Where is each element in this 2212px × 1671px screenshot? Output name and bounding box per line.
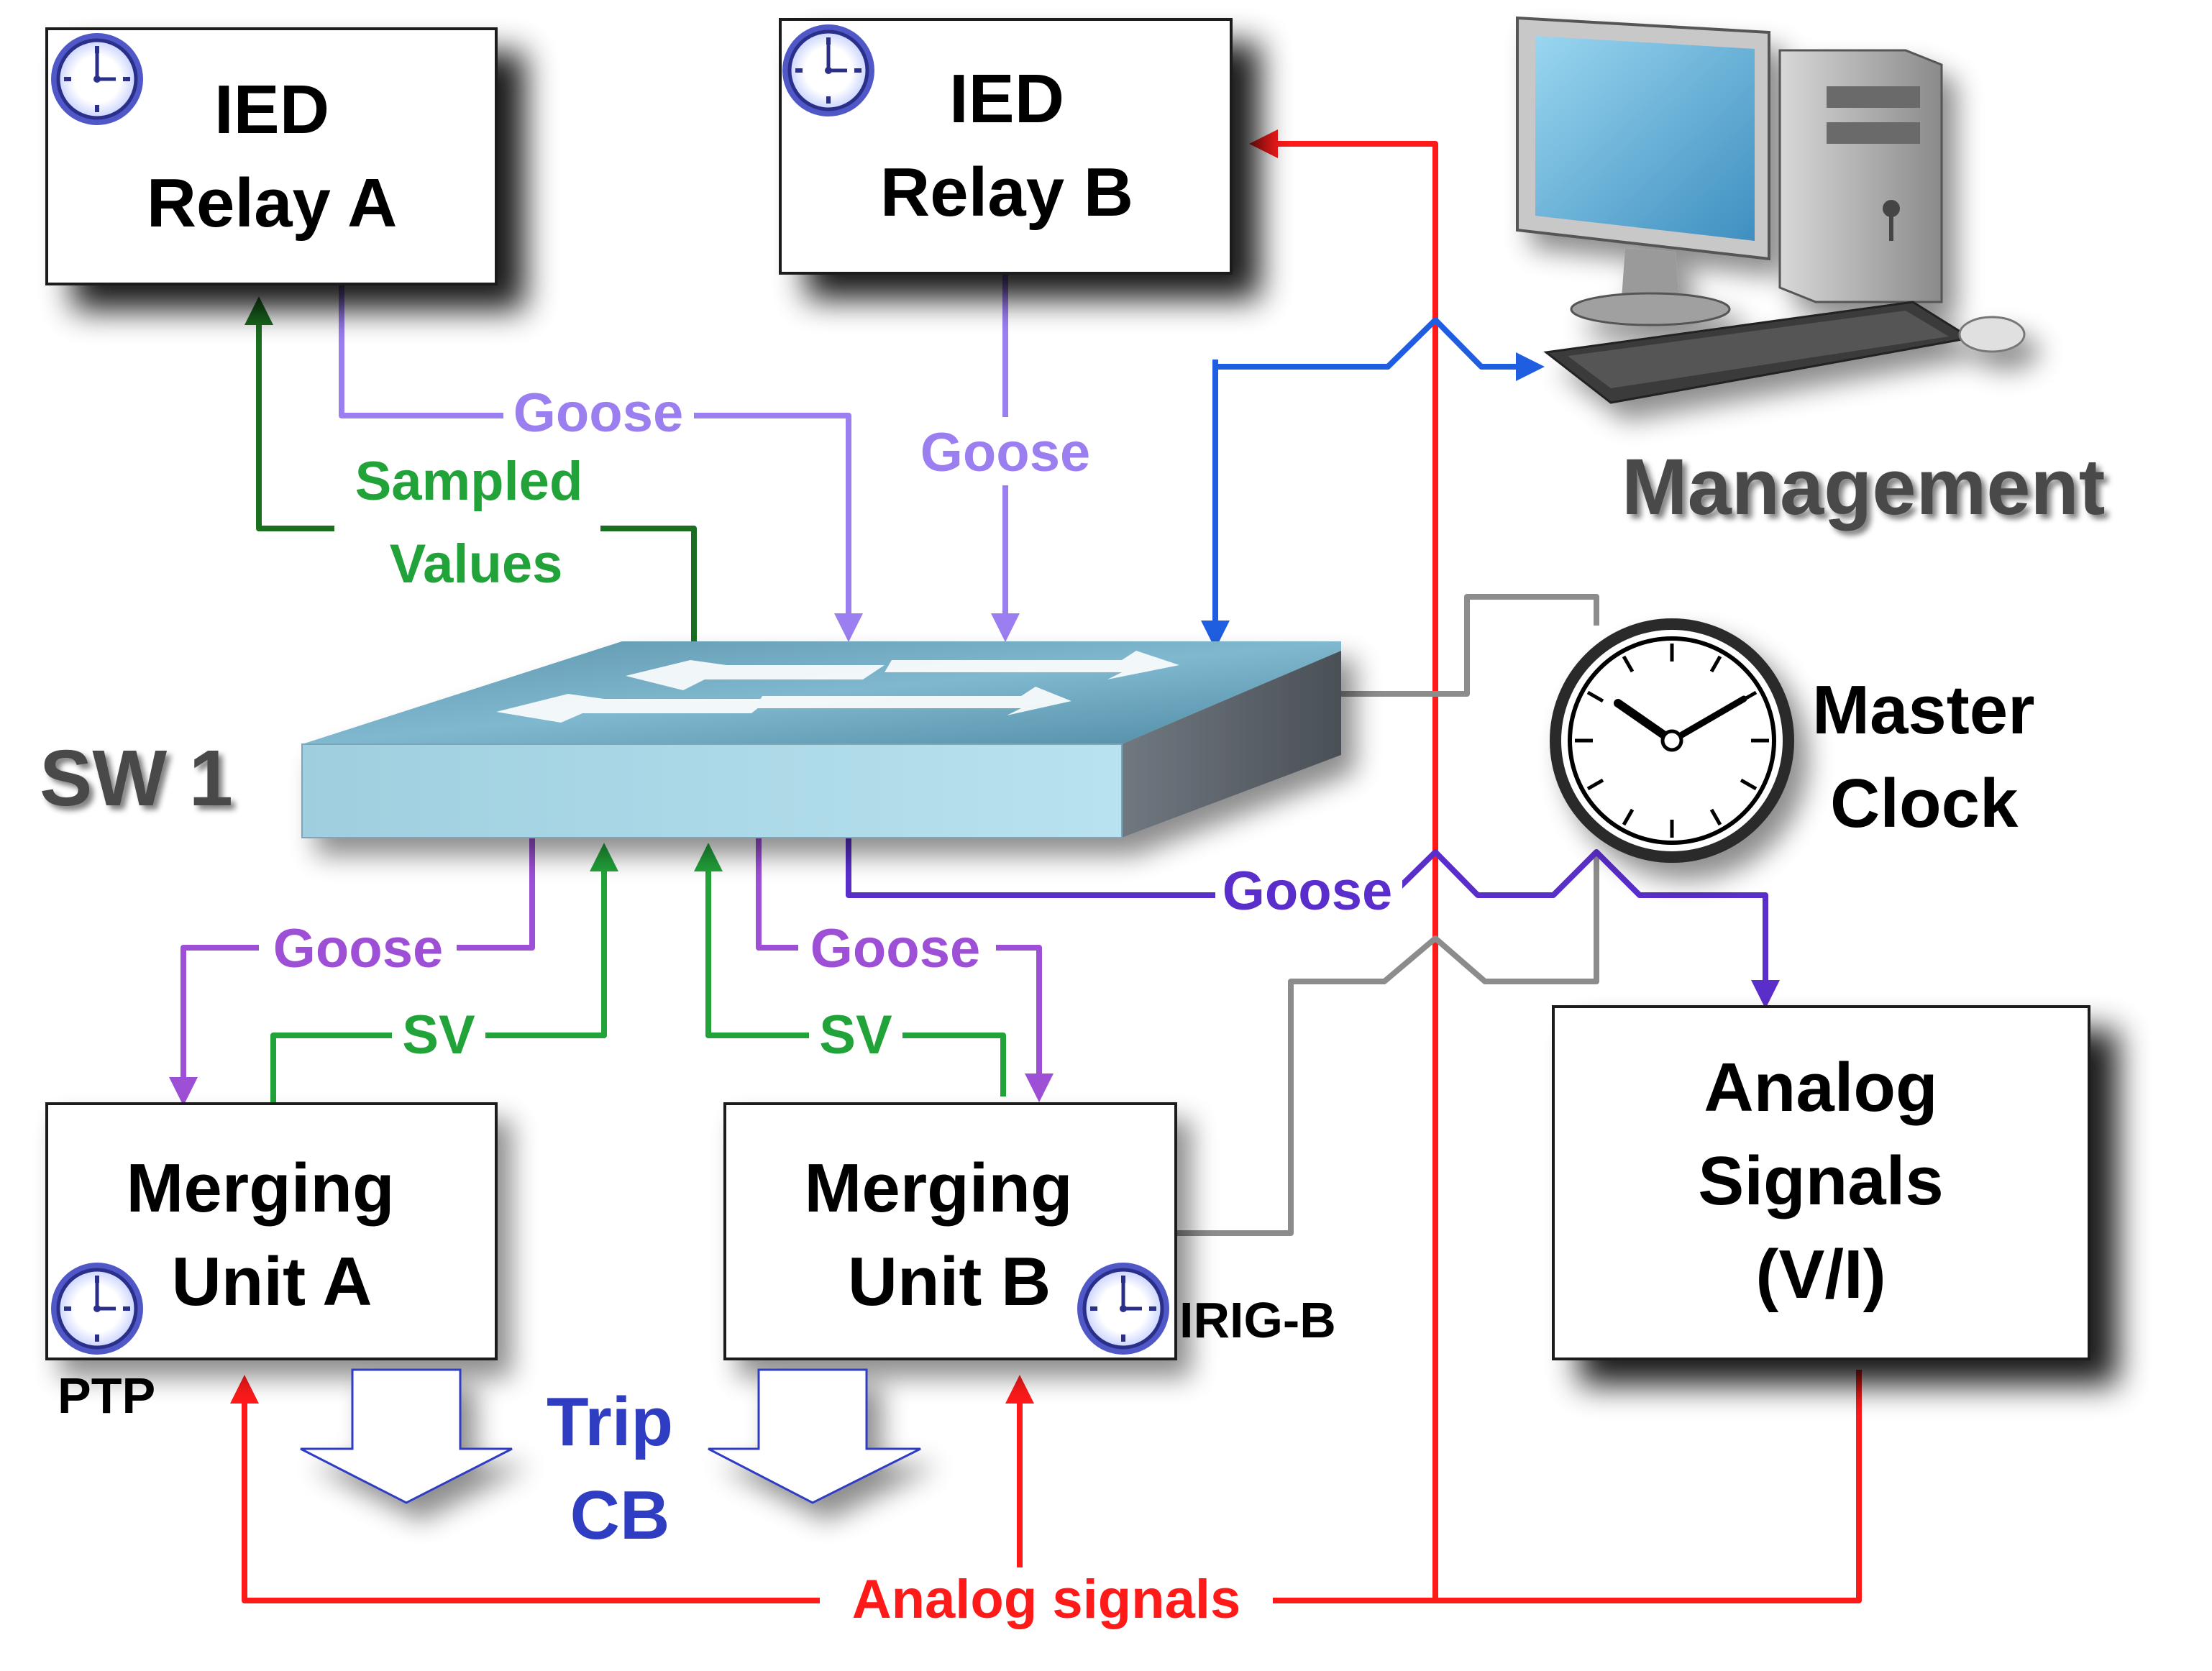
- analog-signals-line3: (V/I): [1755, 1236, 1886, 1313]
- trip-label-line1: Trip: [547, 1383, 673, 1460]
- ied-relay-b-line2: Relay B: [880, 154, 1133, 231]
- sync-clock-icon: [782, 24, 874, 116]
- goose-line-analog: [846, 834, 1780, 1009]
- ptp-label: PTP: [58, 1368, 155, 1424]
- management-pc-icon: [1516, 16, 2026, 404]
- goose-label-relay-b: Goose: [920, 422, 1091, 483]
- analog-signals-box: Analog Signals (V/I): [1552, 1005, 2090, 1360]
- trip-arrow-mu-a-icon: [300, 1368, 513, 1504]
- analog-signals-line1: Analog: [1704, 1049, 1937, 1126]
- master-clock-line2: Clock: [1830, 765, 2019, 842]
- ied-relay-b-box: IED Relay B: [779, 18, 1233, 275]
- ied-relay-a-box: IED Relay A: [45, 27, 498, 285]
- network-switch: [301, 641, 1341, 838]
- trip-arrow-mu-b-icon: [708, 1368, 921, 1504]
- trip-label-line2: CB: [570, 1477, 670, 1554]
- switch-side-face: [1122, 651, 1341, 838]
- analog-signals-label: Analog signals: [852, 1569, 1241, 1630]
- sync-clock-icon: [51, 1263, 143, 1355]
- sampled-values-label-line1: Sampled: [355, 451, 583, 512]
- sv-label-mu-a: SV: [402, 1004, 475, 1066]
- management-label: Management: [1622, 443, 2105, 531]
- sync-clock-icon: [1077, 1263, 1169, 1355]
- goose-label-analog: Goose: [1222, 861, 1393, 922]
- master-clock-line1: Master: [1812, 672, 2034, 748]
- ied-relay-a-line1: IED: [214, 71, 329, 148]
- sampled-values-label-line2: Values: [390, 534, 563, 595]
- sv-label-mu-b: SV: [819, 1004, 892, 1066]
- management-line-pc: [1212, 317, 1545, 381]
- merging-unit-b-box: Merging Unit B: [723, 1102, 1177, 1360]
- clock-sync-line-switch: [1341, 594, 1599, 697]
- analog-line-bus: [230, 1370, 1862, 1603]
- goose-label-mu-b: Goose: [810, 918, 981, 979]
- merging-unit-b-line2: Unit B: [848, 1243, 1051, 1320]
- ied-relay-b-line1: IED: [949, 60, 1064, 137]
- ied-relay-a-line2: Relay A: [147, 165, 398, 242]
- merging-unit-b-line1: Merging: [804, 1150, 1072, 1227]
- master-clock-icon: [1550, 618, 1794, 863]
- irig-b-label: IRIG-B: [1179, 1292, 1336, 1348]
- goose-label-relay-a: Goose: [513, 383, 684, 444]
- flow-labels: Goose Goose Sampled Values Goose Goose G…: [259, 381, 1402, 1632]
- clock-sync-line-mu-b: [1176, 856, 1599, 1236]
- analog-line-relay-b: [1249, 129, 1438, 1601]
- merging-unit-a-box: Merging Unit A: [45, 1102, 498, 1360]
- switch-label: SW 1: [40, 734, 233, 823]
- goose-label-mu-a: Goose: [273, 918, 444, 979]
- switch-arrows-icon: [496, 651, 1179, 723]
- switch-front-face: [301, 743, 1123, 838]
- analog-signals-line2: Signals: [1698, 1143, 1943, 1219]
- sync-clock-icon: [51, 33, 143, 125]
- merging-unit-a-line1: Merging: [126, 1150, 394, 1227]
- merging-unit-a-line2: Unit A: [171, 1243, 372, 1320]
